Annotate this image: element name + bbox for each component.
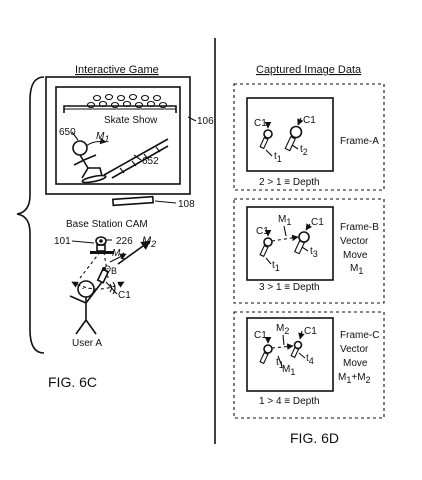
ref-101: 101 [54, 236, 71, 247]
frame-b-vector-3: M1 [350, 263, 363, 276]
frame-b-panel: Frame-B Vector Move M1 3 > 1 ≡ Depth C1 … [233, 198, 385, 304]
frame-b-vector-1: Vector [340, 236, 369, 247]
frame-a-panel: Frame-A 2 > 1 ≡ Depth C1 C1 t1 t2 [233, 83, 385, 191]
frame-c-vector-3: M1+M2 [338, 372, 371, 385]
ref-226: 226 [116, 236, 133, 247]
ref-106: 106 [197, 116, 214, 127]
motion-m1-label: M1 [112, 248, 125, 261]
ref-650: 650 [59, 127, 76, 138]
frame-a-t2: t2 [300, 144, 308, 157]
frame-a-name: Frame-A [340, 136, 379, 147]
frame-b-depth: 3 > 1 ≡ Depth [259, 282, 320, 293]
figure-6d-label: FIG. 6D [290, 430, 339, 446]
motion-m2-label: M2 [142, 235, 156, 249]
frame-a-t1: t1 [274, 151, 282, 164]
camera-unit: 108 [111, 195, 195, 210]
right-heading: Captured Image Data [256, 64, 362, 76]
frame-c-name: Frame-C [340, 330, 379, 341]
frame-c-depth: 1 > 4 ≡ Depth [259, 396, 320, 407]
frame-b-name: Frame-B [340, 222, 379, 233]
base-station-label: Base Station CAM [66, 219, 148, 230]
base-station-device [90, 236, 114, 254]
frame-c-m2: M2 [276, 323, 289, 336]
theta-label: ΘB [104, 264, 117, 276]
left-brace [16, 76, 45, 354]
frame-c-c1-left: C1 [254, 330, 267, 341]
user-figure [69, 267, 116, 335]
ref-108: 108 [178, 199, 195, 210]
user-label: User A [72, 338, 102, 349]
frame-c-t4: t4 [306, 353, 314, 366]
skater-figure [72, 140, 107, 184]
screen-motion-label: M1 [96, 131, 109, 144]
left-heading: Interactive Game [75, 64, 159, 76]
frame-a-c1-left: C1 [254, 118, 267, 129]
frame-c-m1: M1 [282, 364, 295, 377]
audience-dots [86, 93, 168, 109]
frame-b-t3: t3 [310, 246, 318, 259]
ref-652: 652 [142, 156, 159, 167]
game-display: Skate Show M1 650 652 [45, 76, 191, 195]
frame-b-t1: t1 [272, 260, 280, 273]
frame-a-c1-right: C1 [303, 115, 316, 126]
frame-b-m1: M1 [278, 214, 291, 227]
frame-a-depth: 2 > 1 ≡ Depth [259, 177, 320, 188]
controller-label: C1 [118, 290, 131, 301]
figure-6c-label: FIG. 6C [48, 374, 97, 390]
frame-c-t1: t1 [276, 357, 284, 370]
frame-b-c1-right: C1 [311, 217, 324, 228]
frame-c-vector-2: Move [343, 358, 368, 369]
frame-c-c1-right: C1 [304, 326, 317, 337]
frame-b-c1-left: C1 [256, 226, 269, 237]
frame-b-vector-2: Move [343, 250, 368, 261]
frame-c-panel: Frame-C Vector Move M1+M2 1 > 4 ≡ Depth … [233, 311, 385, 419]
screen-title: Skate Show [104, 115, 158, 126]
frame-c-vector-1: Vector [340, 344, 369, 355]
